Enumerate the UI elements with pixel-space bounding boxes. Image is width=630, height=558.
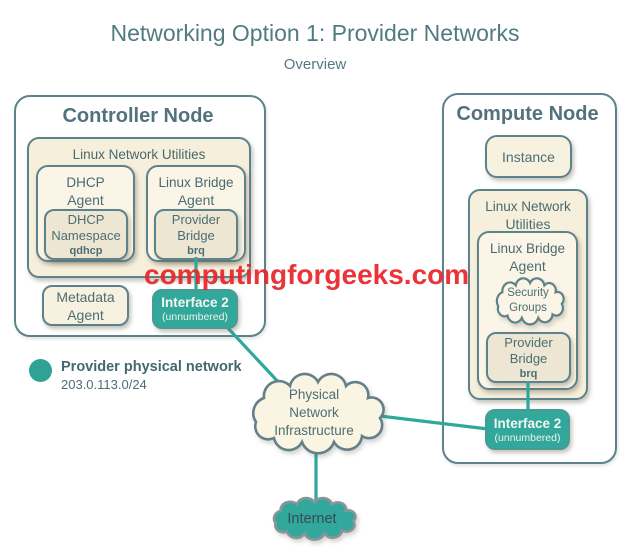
instance-box: Instance — [485, 135, 572, 178]
compute-interface2-box: Interface 2 (unnumbered) — [485, 409, 570, 450]
compute-lba-line1: Linux Bridge — [489, 241, 566, 256]
security-groups-line1: Security — [507, 287, 549, 299]
controller-interface2-note: (unnumbered) — [162, 311, 228, 323]
physical-cloud-line3: Infrastructure — [274, 423, 354, 438]
controller-provider-bridge-line2: Bridge — [177, 227, 215, 243]
compute-provider-bridge-box: Provider Bridge brq — [486, 332, 571, 383]
compute-lba-line2: Agent — [509, 258, 546, 274]
security-groups-line2: Groups — [509, 302, 547, 314]
controller-linux-network-utilities-label: Linux Network Utilities — [72, 147, 206, 162]
controller-provider-bridge-box: Provider Bridge brq — [154, 209, 238, 260]
controller-provider-bridge-line1: Provider — [171, 211, 221, 227]
controller-linux-bridge-agent-line2: Agent — [177, 192, 215, 208]
legend-label: Provider physical network — [61, 359, 242, 375]
metadata-agent-line2: Agent — [67, 306, 104, 323]
internet-label: Internet — [287, 510, 337, 527]
physical-network-cloud: Physical Network Infrastructure — [234, 370, 394, 456]
page-subtitle: Overview — [283, 56, 347, 73]
legend-subnet: 203.0.113.0/24 — [61, 377, 147, 392]
instance-label: Instance — [502, 148, 555, 165]
security-groups-cloud: Security Groups — [487, 276, 569, 326]
controller-interface2-box: Interface 2 (unnumbered) — [152, 289, 238, 329]
compute-interface2-label: Interface 2 — [493, 415, 562, 431]
legend-provider-network-dot — [29, 359, 52, 382]
compute-provider-bridge-line2: Bridge — [509, 350, 548, 366]
controller-node-title: Controller Node — [62, 105, 214, 127]
dhcp-agent-label-line2: Agent — [67, 192, 104, 208]
dhcp-namespace-code: qdhcp — [69, 244, 103, 257]
dhcp-namespace-line1: DHCP — [67, 211, 105, 227]
dhcp-namespace-box: DHCP Namespace qdhcp — [44, 209, 128, 260]
physical-cloud-line1: Physical — [288, 387, 340, 402]
controller-linux-bridge-agent-line1: Linux Bridge — [158, 175, 234, 190]
watermark-text: computingforgeeks.com — [144, 259, 470, 290]
compute-provider-bridge-line1: Provider — [504, 334, 553, 350]
dhcp-namespace-line2: Namespace — [51, 227, 121, 243]
dhcp-agent-label-line1: DHCP — [66, 175, 105, 190]
compute-interface2-note: (unnumbered) — [494, 431, 561, 444]
internet-cloud-shape — [262, 496, 362, 541]
physical-network-cloud-shape — [234, 370, 394, 456]
metadata-agent-line1: Metadata — [56, 288, 115, 305]
security-groups-cloud-shape — [487, 276, 569, 326]
metadata-agent-box: Metadata Agent — [42, 285, 129, 326]
controller-provider-bridge-code: brq — [187, 244, 205, 257]
internet-cloud: Internet — [262, 496, 362, 541]
controller-interface2-label: Interface 2 — [161, 295, 229, 310]
physical-cloud-line2: Network — [289, 405, 339, 420]
compute-lnu-line2: Utilities — [505, 216, 551, 232]
page-title: Networking Option 1: Provider Networks — [110, 20, 520, 46]
compute-lnu-line1: Linux Network — [485, 199, 571, 214]
compute-node-title: Compute Node — [456, 103, 599, 125]
compute-provider-bridge-code: brq — [519, 367, 538, 380]
